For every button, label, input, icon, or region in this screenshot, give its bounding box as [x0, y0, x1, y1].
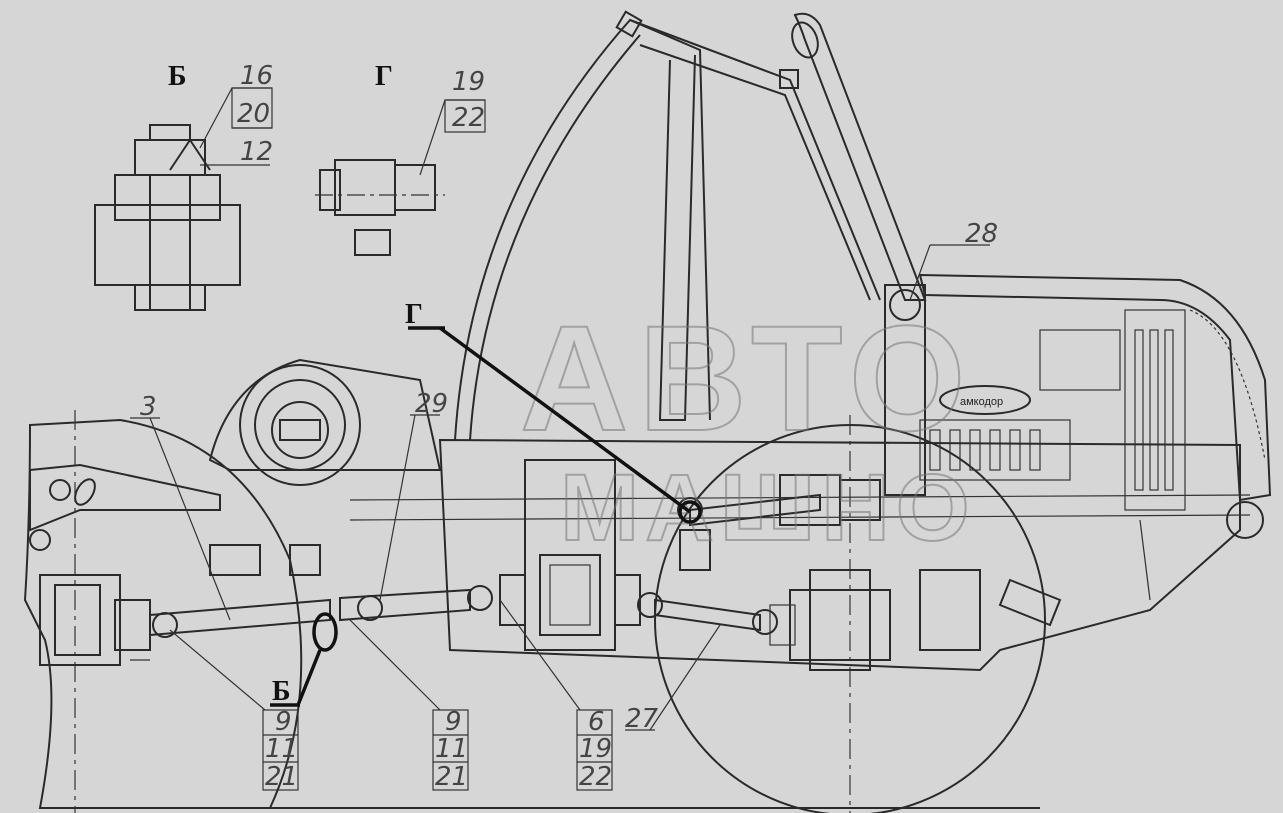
view-label-b-title: Б	[168, 61, 187, 92]
engine-hood: амкодор	[884, 273, 1272, 511]
brand-plate	[939, 385, 1031, 415]
callout-12: 12	[240, 137, 273, 167]
callout-21-left: 21	[265, 762, 298, 792]
view-label-g-marker: Г	[405, 299, 423, 330]
label-frames	[231, 87, 613, 791]
callout-9-mid: 9	[445, 707, 462, 737]
callout-16: 16	[240, 61, 273, 91]
callout-21-mid: 21	[435, 762, 468, 792]
watermark: АВТО МАШНО	[519, 293, 976, 562]
callout-19-bottom: 19	[579, 734, 612, 764]
callout-3: 3	[140, 392, 157, 422]
callout-27: 27	[625, 704, 659, 734]
callout-19-top: 19	[452, 67, 485, 97]
callout-11-left: 11	[265, 734, 298, 764]
callout-28: 28	[965, 219, 998, 249]
front-tyre	[23, 410, 303, 813]
grille-slots	[929, 329, 1174, 491]
watermark-line2: МАШНО	[560, 455, 976, 561]
pump-shaft	[689, 474, 881, 527]
callout-22-top: 22	[452, 103, 485, 133]
drive-shaft	[149, 585, 778, 638]
view-markers	[270, 326, 702, 707]
rear-tyre	[654, 415, 1046, 813]
view-label-b-marker: Б	[272, 676, 291, 707]
loader-arm	[29, 358, 442, 576]
rear-axle	[769, 569, 891, 671]
callout-9-left: 9	[275, 707, 292, 737]
watermark-line1: АВТО	[520, 294, 976, 462]
callout-6: 6	[588, 707, 605, 737]
detail-view-g	[315, 159, 445, 256]
front-axle	[39, 574, 151, 666]
view-label-g-title: Г	[375, 61, 393, 92]
callout-11-mid: 11	[435, 734, 468, 764]
detail-view-b	[94, 124, 241, 311]
callout-20: 20	[237, 99, 270, 129]
callout-22-bottom: 22	[579, 762, 612, 792]
brand-plate-text: амкодор	[960, 396, 1003, 408]
cab-frame	[454, 10, 927, 441]
callout-29: 29	[415, 389, 448, 419]
